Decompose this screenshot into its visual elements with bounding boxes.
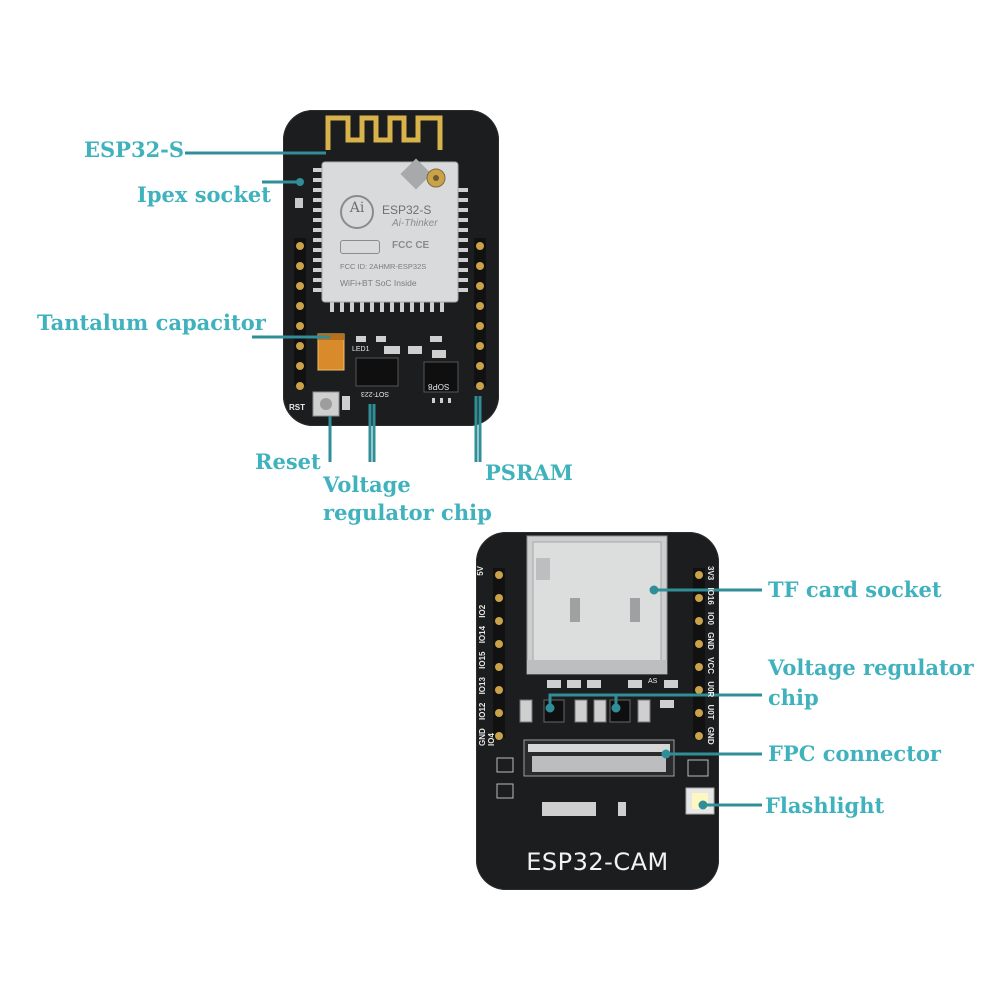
label-ipex-socket: Ipex socket (137, 182, 271, 207)
bottom-right-pins (693, 568, 705, 740)
label-voltage-bottom-line2: chip (768, 685, 819, 710)
label-voltage-top-line2: regulator chip (323, 500, 492, 525)
wifi-badge (340, 240, 380, 254)
module-pads (313, 168, 468, 312)
top-voltage-regulator (355, 357, 399, 387)
chip-cert: FCC CE (392, 240, 430, 251)
chip-model: ESP32-S (382, 203, 432, 217)
right-header-pins (474, 238, 486, 390)
chip-desc: WiFi+BT SoC Inside (340, 278, 417, 288)
left-header-pins (294, 238, 306, 390)
silk-right-pins: 3V3 IO16 IO0 GND VCC U0R U0T GND (706, 566, 715, 745)
label-fpc-connector: FPC connector (768, 741, 941, 766)
label-voltage-bottom-line1: Voltage regulator (768, 655, 974, 680)
ipex-connector (400, 158, 446, 190)
silk-left-pins: GND IO12 IO13 IO15 IO14 IO2 IO4 (478, 604, 496, 746)
top-leader-lines (185, 151, 482, 462)
pcb-antenna (325, 115, 443, 150)
silk-5v: 5V (476, 566, 485, 576)
bottom-leader-lines (545, 585, 762, 810)
label-psram: PSRAM (485, 460, 573, 485)
psram-chip (423, 361, 459, 393)
flashlight-led (685, 787, 715, 815)
label-tantalum-capacitor: Tantalum capacitor (37, 310, 266, 335)
label-tf-card-socket: TF card socket (768, 577, 942, 602)
board-title: ESP32-CAM (526, 848, 669, 876)
chip-brand: Ai (349, 200, 365, 216)
chip-maker: Ai-Thinker (392, 218, 438, 229)
label-esp32s: ESP32-S (84, 137, 185, 162)
silk-rst: RST (289, 403, 305, 412)
label-voltage-top-line1: Voltage (323, 472, 411, 497)
bottom-left-pins (493, 568, 505, 740)
chip-fcc: FCC ID: 2AHMR-ESP32S (340, 262, 427, 271)
ai-logo (340, 195, 374, 229)
silk-as: AS (648, 678, 658, 685)
silk-led1: LED1 (352, 346, 370, 353)
label-reset: Reset (255, 449, 321, 474)
label-flashlight: Flashlight (765, 793, 885, 818)
